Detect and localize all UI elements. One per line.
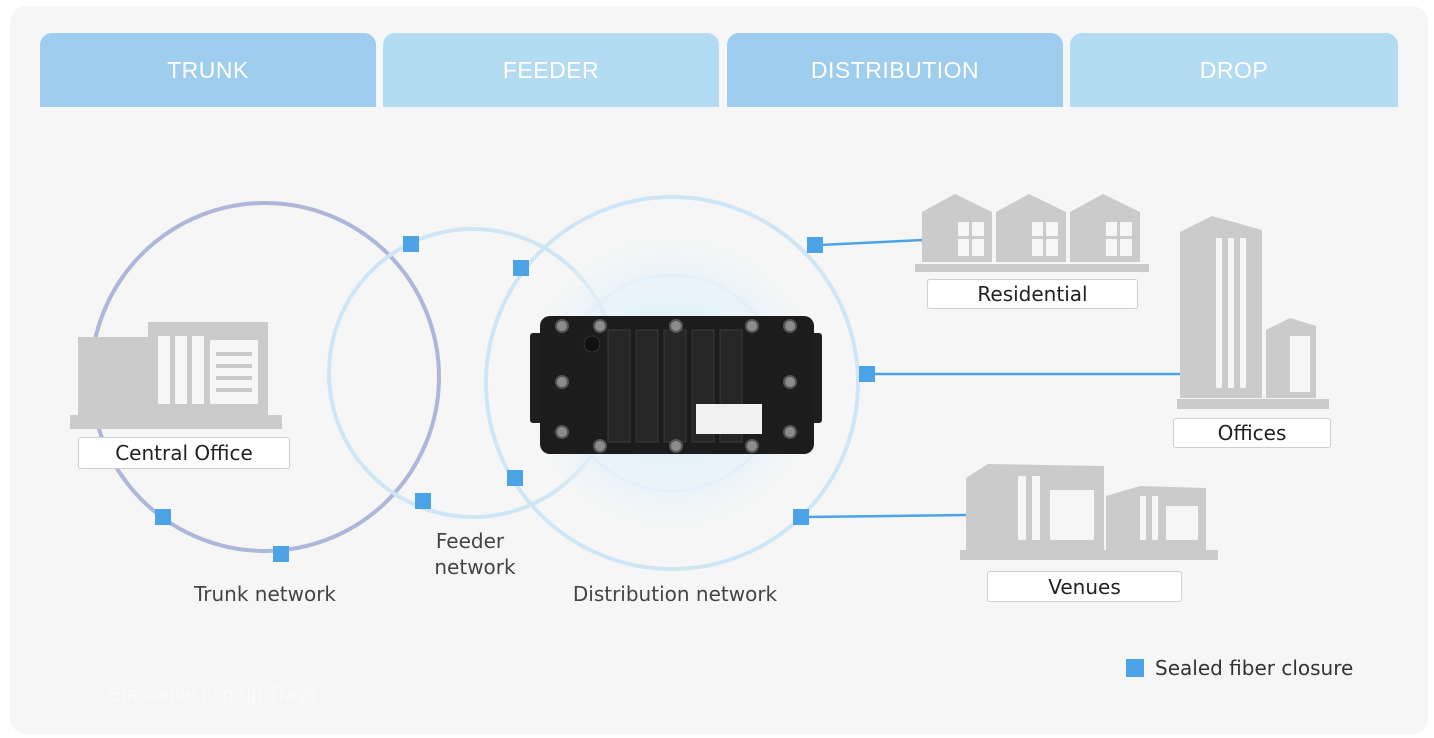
feeder-network-label-line2: network <box>434 555 516 579</box>
tab-trunk: TRUNK <box>40 33 376 107</box>
legend-swatch <box>1126 659 1144 677</box>
distribution-network-label: Distribution network <box>572 582 778 606</box>
drop-line-residential <box>819 238 924 247</box>
venues-buildings-icon <box>960 464 1218 560</box>
venues-label: Venues <box>987 571 1182 602</box>
device-label-plate <box>696 404 762 434</box>
central-office-label: Central Office <box>78 437 290 469</box>
feeder-network-label-line1: Feeder <box>435 529 505 553</box>
central-office-building-icon <box>70 322 282 429</box>
closure-markers <box>155 236 875 562</box>
tab-distribution: DISTRIBUTION <box>727 33 1063 107</box>
drop-line-venues <box>805 513 967 519</box>
residential-label: Residential <box>927 279 1138 309</box>
legend-label: Sealed fiber closure <box>1155 656 1354 680</box>
tab-feeder: FEEDER <box>383 33 719 107</box>
offices-label: Offices <box>1173 418 1331 448</box>
offices-buildings-icon <box>1177 216 1329 409</box>
residential-buildings-icon <box>915 194 1149 272</box>
sealed-fiber-closure-device <box>530 316 822 454</box>
distribution-ring <box>484 195 860 571</box>
watermark-text: Stackable Flip-up Trays <box>108 684 317 706</box>
trunk-network-label: Trunk network <box>193 582 336 606</box>
tab-drop: DROP <box>1070 33 1398 107</box>
